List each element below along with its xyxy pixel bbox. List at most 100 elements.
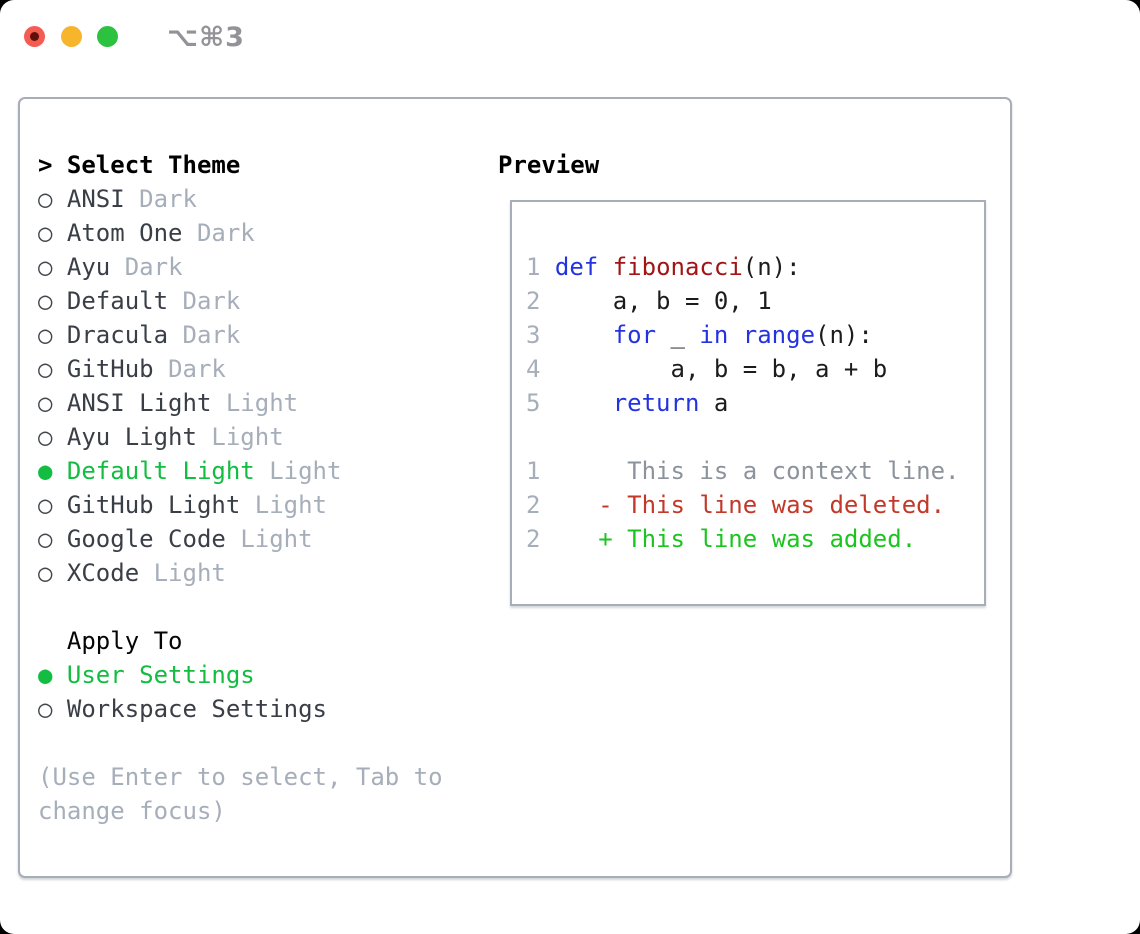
theme-item-ansi[interactable]: ○ ANSI Dark (38, 182, 443, 216)
code-token-pl (555, 321, 613, 349)
theme-variant-badge: Light (225, 389, 299, 417)
theme-column: > Select Theme ○ ANSI Dark○ Atom One Dar… (38, 148, 443, 828)
code-token-pl (598, 253, 612, 281)
theme-variant-badge: Dark (139, 185, 197, 213)
code-token-kw: in (699, 321, 729, 349)
theme-name: Google Code (66, 525, 226, 553)
theme-name: GitHub Light (66, 491, 241, 519)
apply-option-label: User Settings (66, 661, 255, 689)
code-token-ctx: This is a context line. (554, 457, 960, 485)
code-line: 2 - This line was deleted. (526, 488, 984, 522)
line-number: 2 (526, 287, 541, 315)
code-token-pl: a (699, 389, 729, 417)
radio-icon: ○ (38, 525, 53, 553)
minimize-button[interactable] (61, 26, 82, 47)
theme-list: ○ ANSI Dark○ Atom One Dark○ Ayu Dark○ De… (38, 182, 443, 590)
code-token-pl (555, 389, 613, 417)
theme-name: Default (66, 287, 169, 315)
help-text-line-2: change focus) (38, 797, 226, 825)
code-token-kw: for (612, 321, 657, 349)
apply-option-workspace-settings[interactable]: ○ Workspace Settings (38, 692, 443, 726)
theme-name: Default Light (66, 457, 255, 485)
radio-icon: ○ (38, 219, 53, 247)
code-token-kw: return (612, 389, 700, 417)
code-token-pl: (n): (742, 253, 801, 281)
zoom-button[interactable] (97, 26, 118, 47)
theme-variant-badge: Light (269, 457, 342, 485)
help-text-line-1: (Use Enter to select, Tab to (38, 763, 443, 791)
apply-to-list: ● User Settings○ Workspace Settings (38, 658, 443, 726)
code-line: 1 This is a context line. (526, 454, 984, 488)
code-token-pl: (n): (815, 321, 873, 349)
theme-variant-badge: Dark (182, 287, 241, 315)
theme-name: GitHub (66, 355, 154, 383)
close-button-dot-icon (30, 32, 39, 41)
code-line (526, 420, 984, 454)
theme-name: Dracula (66, 321, 169, 349)
theme-variant-badge: Dark (124, 253, 183, 281)
code-token-del: - This line was deleted. (554, 491, 946, 519)
theme-variant-badge: Light (153, 559, 226, 587)
code-line: 1 def fibonacci(n): (526, 250, 984, 284)
code-line: 2 a, b = 0, 1 (526, 284, 984, 318)
theme-name: Ayu Light (66, 423, 197, 451)
radio-icon: ○ (38, 491, 53, 519)
focus-caret-icon: > (38, 151, 53, 179)
radio-selected-icon: ● (38, 457, 53, 485)
theme-item-default[interactable]: ○ Default Dark (38, 284, 443, 318)
line-number: 1 (526, 253, 541, 281)
theme-item-github-light[interactable]: ○ GitHub Light Light (38, 488, 443, 522)
spacer-row (38, 726, 443, 760)
apply-option-label: Workspace Settings (66, 695, 327, 723)
code-token-pl: a, b = b, a + b (554, 355, 888, 383)
code-line: 2 + This line was added. (526, 522, 984, 556)
theme-item-default-light[interactable]: ● Default Light Light (38, 454, 443, 488)
code-token-pl (728, 321, 742, 349)
radio-selected-icon: ● (38, 661, 53, 689)
line-number: 4 (526, 355, 541, 383)
radio-icon: ○ (38, 321, 53, 349)
theme-item-atom-one[interactable]: ○ Atom One Dark (38, 216, 443, 250)
line-number: 5 (526, 389, 541, 417)
theme-item-ansi-light[interactable]: ○ ANSI Light Light (38, 386, 443, 420)
theme-variant-badge: Light (254, 491, 327, 519)
theme-variant-badge: Dark (168, 355, 226, 383)
window-title: ⌥⌘3 (167, 22, 245, 53)
radio-icon: ○ (38, 287, 53, 315)
code-token-kw: def (554, 253, 599, 281)
line-number: 3 (526, 321, 541, 349)
code-token-pl: a, b = 0, 1 (554, 287, 772, 315)
close-button[interactable] (24, 26, 45, 47)
radio-icon: ○ (38, 559, 53, 587)
select-theme-header: > Select Theme (38, 148, 443, 182)
line-number: 1 (526, 457, 541, 485)
theme-name: Ayu (66, 253, 111, 281)
radio-icon: ○ (38, 389, 53, 417)
code-token-fn: fibonacci (612, 253, 743, 281)
theme-variant-badge: Light (240, 525, 313, 553)
code-line: 4 a, b = b, a + b (526, 352, 984, 386)
radio-icon: ○ (38, 253, 53, 281)
radio-icon: ○ (38, 695, 53, 723)
theme-item-xcode[interactable]: ○ XCode Light (38, 556, 443, 590)
theme-item-ayu[interactable]: ○ Ayu Dark (38, 250, 443, 284)
theme-item-google-code[interactable]: ○ Google Code Light (38, 522, 443, 556)
line-number: 2 (526, 525, 541, 553)
apply-to-header: Apply To (38, 624, 443, 658)
select-theme-header-label: Select Theme (66, 151, 241, 179)
theme-name: XCode (66, 559, 140, 587)
theme-item-ayu-light[interactable]: ○ Ayu Light Light (38, 420, 443, 454)
spacer-row (38, 590, 443, 624)
theme-variant-badge: Dark (196, 219, 255, 247)
theme-name: ANSI (66, 185, 125, 213)
theme-item-github[interactable]: ○ GitHub Dark (38, 352, 443, 386)
code-token-kw: range (742, 321, 816, 349)
apply-option-user-settings[interactable]: ● User Settings (38, 658, 443, 692)
code-line: 3 for _ in range(n): (526, 318, 984, 352)
theme-item-dracula[interactable]: ○ Dracula Dark (38, 318, 443, 352)
theme-variant-badge: Light (211, 423, 284, 451)
code-line: 5 return a (526, 386, 984, 420)
theme-name: ANSI Light (66, 389, 212, 417)
